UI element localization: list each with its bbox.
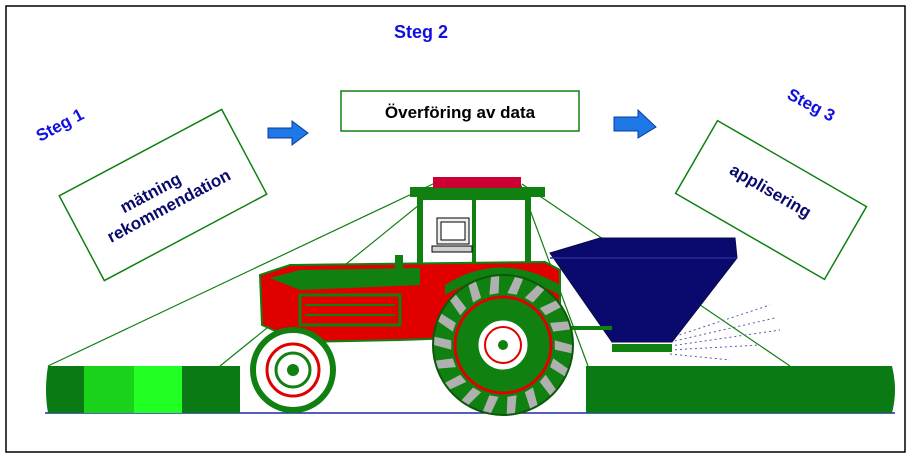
field-right [586, 366, 895, 413]
tire-tread [434, 276, 572, 414]
tread-lug [489, 276, 500, 295]
tread-lug [554, 340, 572, 354]
fertilizer-spreader [549, 237, 738, 352]
front-wheel [250, 327, 336, 413]
data-transfer-box [340, 90, 580, 132]
tread-lug [438, 313, 456, 332]
tread-lug [524, 387, 538, 409]
arrow-step2-to-step3 [613, 108, 657, 139]
measurement-box: mätning rekommendation [58, 108, 268, 282]
tread-lug [550, 358, 568, 377]
data-transfer-label: Överföring av data [385, 103, 536, 122]
application-box: applisering [674, 119, 868, 281]
tread-lug [507, 277, 524, 295]
tread-lug [468, 281, 482, 303]
tread-lug [445, 374, 467, 390]
tread-lug [482, 395, 499, 413]
tread-lug [450, 294, 467, 316]
tread-lug [539, 300, 561, 316]
tread-lug [550, 321, 571, 332]
tread-lug [434, 336, 452, 350]
tread-lug [539, 374, 556, 396]
step-2-label: Steg 2 [394, 22, 448, 42]
tread-lug [524, 285, 545, 303]
spray-pattern [669, 304, 781, 361]
field-left [46, 366, 240, 413]
arrow-step1-to-step2 [267, 120, 309, 146]
tread-lug [506, 395, 517, 414]
tread-lug [461, 387, 482, 405]
tread-lug [435, 358, 456, 369]
rear-wheel [432, 274, 574, 416]
